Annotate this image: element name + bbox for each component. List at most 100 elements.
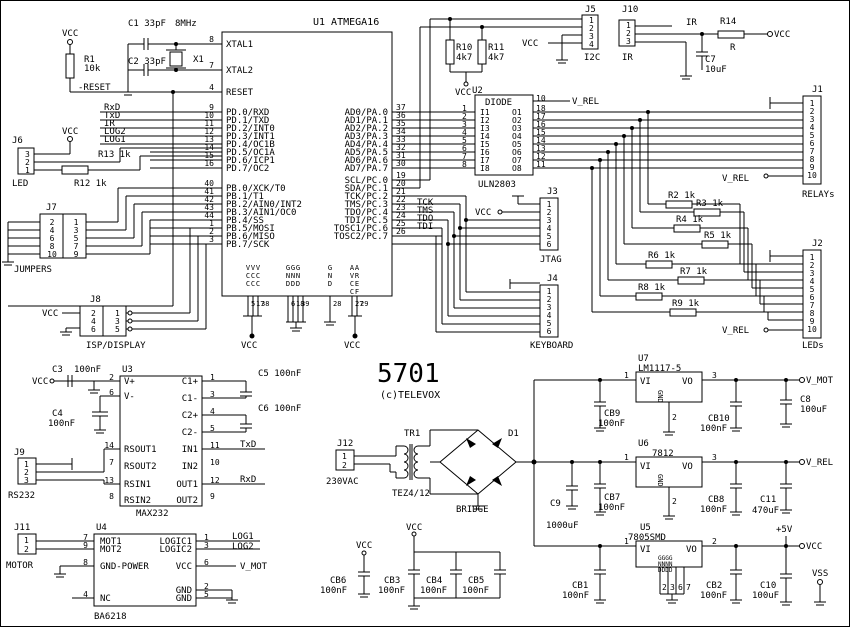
u1-pin-num: 26 [396,227,406,236]
d1-ref: D1 [508,429,519,439]
u4-left-pin: MOT2 [100,545,122,555]
u1-pin-num: 1 [209,219,214,228]
u7-gnd: GND [656,390,664,403]
cb8-value: 100nF [700,505,727,515]
u1-power-letter: V [246,264,251,272]
u3-left-pin: V- [124,392,135,402]
u1-power-letter: C [256,272,260,280]
c10-label: C10 [760,581,776,591]
r13-label: R13 1k [98,150,131,160]
crystal-freq: 8MHz [175,19,197,29]
u7-pin-1: 1 [624,371,629,380]
j2-pin: 8 [810,309,815,318]
u5-vo: VO [686,545,697,555]
r14-label: R14 [720,17,736,27]
c9-value: 1000uF [546,521,579,531]
u5-vcc: VCC [806,542,822,552]
u2-output: O7 [512,156,522,165]
j7-pin: 3 [74,226,79,235]
j2-pin: 4 [810,277,815,286]
u3-right-num: 11 [210,441,220,450]
u4-left-pin: GND-POWER [100,562,149,572]
u1-power-letter: N [291,272,295,280]
u1-pin-name: PD.2/INT0 [226,124,275,134]
u2-output: O3 [512,124,522,133]
u5-vi: VI [640,545,651,555]
u1-vcc-bottom: VCC [241,341,257,351]
u1-pin-name: PB.1/T1 [226,192,264,202]
c6-label: C6 100nF [258,404,301,414]
c4-label: C4 [52,409,63,419]
j12-label: 230VAC [326,477,359,487]
u1-pin-num: 31 [396,151,406,160]
title-block: 5701 (c)TELEVOX [377,359,440,401]
u1-power-letter: D [291,280,295,288]
u4-left-pin: NC [100,594,111,604]
u3-ref: U3 [122,365,133,375]
u1-left-pins: XTAL18XTAL27RESET4PD.0/RXD9PD.1/TXD10PD.… [100,35,302,250]
u7-ref: U7 [638,354,649,364]
j1-label: RELAYs [802,190,835,200]
j2-pin: 1 [810,253,815,262]
u2-out-pin: 17 [536,112,546,121]
u4-log2: LOG2 [232,542,254,552]
u5-gnd-2: NNNN [658,561,673,568]
u1-pin-num: 16 [204,159,214,168]
u1-power-letter: F [355,288,359,296]
led-resistor [701,240,729,249]
j7-ref: J7 [46,203,57,213]
j2-vrel: V_REL [722,326,749,336]
u2-in-pin: 6 [462,144,467,153]
j1-pin: 3 [810,115,815,124]
cb1-value: 100nF [562,591,589,601]
u1-power-pin: 39 [301,300,309,308]
u1-pin-name: AD5/PA.5 [345,148,388,158]
u5-pin-1: 1 [624,537,629,546]
u4-right-pin: VCC [176,562,192,572]
j4-label: KEYBOARD [530,341,573,351]
u3-right-pin: OUT1 [176,480,198,490]
j9-pin-2: 2 [24,468,29,477]
x1-label: X1 [193,55,204,65]
u1-power-letter: R [355,272,360,280]
title: 5701 [377,359,440,389]
u1-power-letter: C [251,272,255,280]
tr1-label: TEZ4/12 [392,489,430,499]
j12-ref: J12 [337,439,353,449]
u2-ref: U2 [472,86,483,96]
j2-pin: 2 [810,261,815,270]
u4-left-num: 8 [83,558,88,567]
u2-in-pin: 3 [462,120,467,129]
u1-power-letter: C [246,280,250,288]
u1-pin-name: PD.3/INT1 [226,132,275,142]
u1-pin-name: PD.7/OC2 [226,164,269,174]
c3-label: C3 [52,365,63,375]
u1-pin-num: 40 [204,179,214,188]
j1-pin: 4 [810,123,815,132]
u5-name: 7805SMD [628,533,666,543]
j4-ref: J4 [547,274,558,284]
u1-pin-name: RESET [226,88,254,98]
u4-right-pin: LOGIC1 [159,537,192,547]
u6-gnd: GND [656,474,664,487]
u1-power-pin: 27 [355,300,363,308]
u5-pin-6: 6 [678,583,683,592]
u1-pin-num: 22 [396,195,406,204]
u1-pin-num: 42 [204,195,214,204]
cb2-value: 100nF [700,591,727,601]
u1-pin-name: PD.0/RXD [226,108,269,118]
j3-pin: 2 [547,208,552,217]
j3-pin: 5 [547,232,552,241]
u5-gnd-1: GGGG [658,555,673,562]
j11-pin-1: 1 [24,536,29,545]
u2-input: I6 [480,148,490,157]
u4-right-num: 5 [204,590,209,599]
net-tdo: TDO [417,214,433,224]
u2-input: I4 [480,132,490,141]
u4-right-num: 2 [204,582,209,591]
u3-right-pin: OUT2 [176,496,198,506]
c11-value: 470uF [752,506,779,516]
